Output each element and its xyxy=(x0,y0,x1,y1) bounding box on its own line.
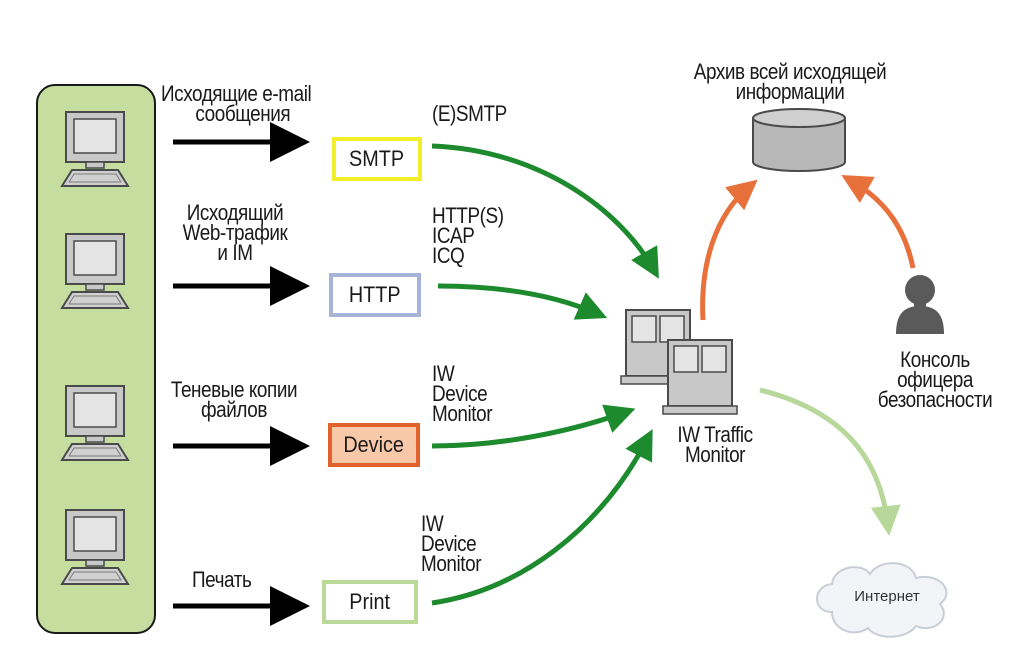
channel-label-smtp: (E)SMTP xyxy=(432,101,507,126)
channel-label-line: (E)SMTP xyxy=(432,101,507,126)
source-label-line: Теневые копии xyxy=(170,377,298,402)
protocol-name: Print xyxy=(349,589,391,614)
print-to-monitor-arrow xyxy=(431,429,653,606)
console-to-archive-arrow xyxy=(841,175,916,269)
channel-label-http: HTTP(S) ICAP ICQ xyxy=(432,203,504,268)
protocol-name: HTTP xyxy=(349,282,401,307)
protocol-name: SMTP xyxy=(349,146,405,171)
source-label-line: и IM xyxy=(217,240,253,265)
traffic-monitor-label: IW Traffic Monitor xyxy=(651,422,780,467)
protocol-name: Device xyxy=(343,432,405,457)
http-to-monitor-arrow xyxy=(437,283,608,320)
monitor-to-internet-arrow xyxy=(759,387,901,536)
traffic-monitor-label-line: Monitor xyxy=(684,442,746,467)
protocol-box-print: Print xyxy=(322,580,418,624)
channel-label-line: Monitor xyxy=(432,401,493,426)
channel-label-line: ICQ xyxy=(432,243,465,268)
protocol-box-smtp: SMTP xyxy=(332,137,422,181)
security-officer-icon xyxy=(896,275,944,334)
source-label-line: файлов xyxy=(201,397,267,422)
traffic-monitor-server-icon xyxy=(620,309,738,415)
source-label-print: Печать xyxy=(192,567,252,592)
source-label-line: Печать xyxy=(192,567,252,592)
channel-label-device: IW Device Monitor xyxy=(432,361,493,426)
source-label-line: Исходящие e-mail xyxy=(161,81,312,106)
source-label-files: Теневые копии файлов xyxy=(157,377,312,422)
channel-label-line: Device xyxy=(432,381,488,406)
internet-label: Интернет xyxy=(854,588,920,605)
channel-label-line: Monitor xyxy=(421,551,482,576)
channel-label-line: IW xyxy=(432,361,455,386)
channel-label-line: HTTP(S) xyxy=(432,203,504,228)
smtp-to-monitor-arrow xyxy=(431,143,659,279)
channel-label-line: Device xyxy=(421,531,477,556)
workstation-icon xyxy=(61,233,129,309)
console-label: Консоль офицера безопасности xyxy=(862,347,1008,412)
console-label-line: безопасности xyxy=(877,387,993,412)
console-label-line: Консоль xyxy=(900,347,970,372)
source-label-line: Web-трафик xyxy=(182,220,288,245)
workstation-icon xyxy=(61,111,129,187)
internet-cloud-icon xyxy=(816,562,948,638)
archive-label: Архив всей исходящей информации xyxy=(661,59,919,104)
channel-label-line: ICAP xyxy=(432,223,475,248)
traffic-monitor-label-line: IW Traffic xyxy=(677,422,753,447)
source-label-email: Исходящие e-mail сообщения xyxy=(161,81,312,126)
archive-database-icon xyxy=(752,108,846,172)
archive-label-line: Архив всей исходящей xyxy=(693,59,887,84)
source-label-web: Исходящий Web-трафик и IM xyxy=(162,200,308,265)
channel-label-line: IW xyxy=(421,511,444,536)
workstations-panel xyxy=(36,84,156,634)
workstation-icon xyxy=(61,509,129,585)
source-label-line: Исходящий xyxy=(186,200,284,225)
protocol-box-http: HTTP xyxy=(329,273,421,317)
source-label-line: сообщения xyxy=(195,101,291,126)
console-label-line: офицера xyxy=(897,367,973,392)
protocol-box-device: Device xyxy=(328,423,420,467)
device-to-monitor-arrow xyxy=(431,404,636,449)
archive-label-line: информации xyxy=(735,79,845,104)
channel-label-print: IW Device Monitor xyxy=(421,511,482,576)
monitor-to-archive-arrow xyxy=(700,179,758,321)
workstation-icon xyxy=(61,385,129,461)
